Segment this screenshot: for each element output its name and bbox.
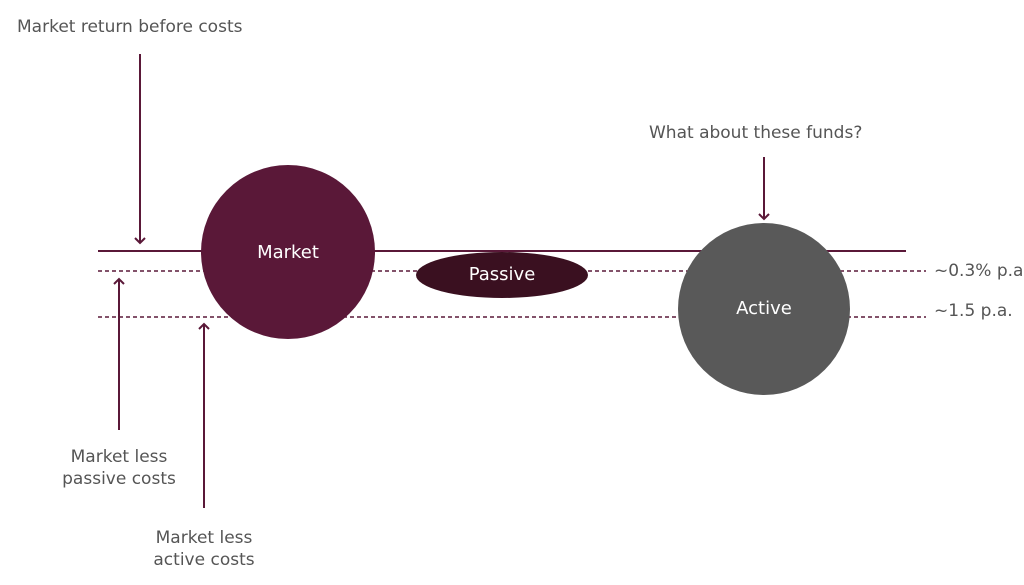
passive-cost-label: ~0.3% p.a. xyxy=(934,261,1024,281)
active-circle xyxy=(678,223,850,395)
market-less-passive-label: Market less passive costs xyxy=(62,447,176,489)
active-node-label: Active xyxy=(736,298,792,319)
active-cost-label: ~1.5 p.a. xyxy=(934,301,1013,321)
passive-node-label: Passive xyxy=(468,264,536,285)
question-label: What about these funds? xyxy=(649,123,863,143)
market-circle xyxy=(201,165,375,339)
market-return-label: Market return before costs xyxy=(17,17,243,37)
passive-ellipse xyxy=(416,252,588,298)
market-node-label: Market xyxy=(257,242,319,263)
market-less-active-label: Market less active costs xyxy=(153,528,255,570)
